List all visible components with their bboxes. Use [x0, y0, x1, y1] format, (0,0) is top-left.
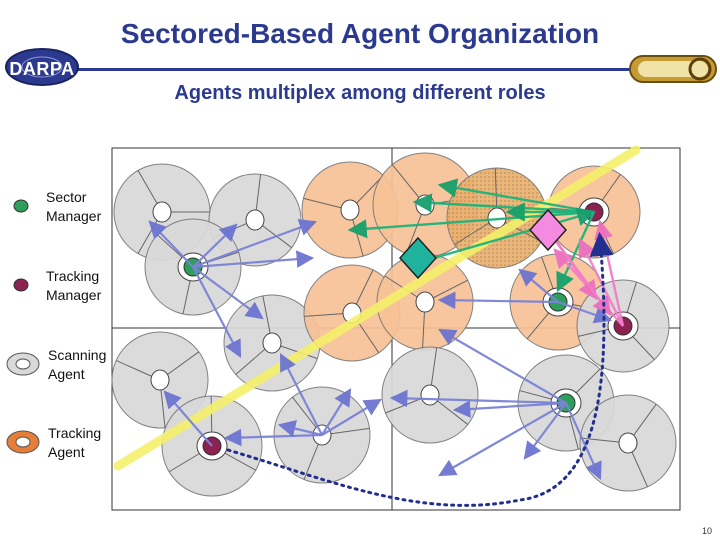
- message-arrow: [437, 178, 595, 214]
- title-rule: [70, 68, 630, 71]
- message-arrow: [223, 428, 323, 447]
- message-arrow: [192, 250, 315, 269]
- tracking-manager-legend-icon: [13, 278, 29, 292]
- legend-scanning-agent: Scanning Agent: [48, 347, 107, 382]
- message-arrow: [321, 398, 382, 436]
- message-arrow: [419, 207, 597, 264]
- message-arrow: [523, 402, 567, 460]
- message-arrow: [192, 219, 318, 269]
- message-arrow: [564, 402, 602, 481]
- message-arrow: [437, 291, 559, 310]
- sector-manager-legend-icon: [13, 199, 29, 213]
- message-arrow: [277, 420, 323, 438]
- message-arrow: [518, 268, 559, 303]
- message-arrow: [438, 402, 567, 477]
- darpa-logo-text: DARPA: [9, 59, 75, 79]
- sensor-node-icon: [415, 291, 435, 313]
- darpa-logo-shape: [5, 48, 79, 86]
- message-arrow: [389, 389, 567, 408]
- dotted-track-path: [226, 232, 614, 507]
- legend-sector-manager: Sector Manager: [46, 189, 102, 224]
- legend-tracking-agent: Tracking Agent: [48, 425, 102, 460]
- legend-icons: [6, 199, 40, 454]
- sensor-node-icon: [245, 209, 265, 231]
- slide-subtitle: Agents multiplex among different roles: [174, 82, 546, 104]
- darpa-logo: DARPA: [2, 47, 82, 87]
- message-arrow: [412, 193, 595, 214]
- sensor-nodes: [111, 152, 677, 497]
- sensor-node-icon: [262, 332, 282, 354]
- tracking-manager-diamond: [528, 208, 568, 252]
- sector-manager-diamond: [398, 236, 438, 280]
- message-arrow: [557, 300, 613, 324]
- message-arrow: [438, 328, 567, 404]
- tracking-agent-legend-inner-icon: [15, 436, 31, 448]
- scanning-agent-node: [381, 346, 479, 444]
- tracking-agent-node: [301, 161, 399, 259]
- message-arrow: [192, 266, 264, 320]
- message-arrow: [321, 388, 352, 436]
- message-arrow: [452, 400, 567, 418]
- sensor-node-icon: [420, 384, 440, 406]
- slide-title: Sectored-Based Agent Organization: [120, 18, 600, 49]
- message-arrow: [279, 353, 323, 436]
- ito-logo: [628, 50, 718, 88]
- message-arrow: [148, 220, 194, 268]
- sensor-node-icon: [150, 369, 170, 391]
- message-arrow: [547, 229, 612, 316]
- message-arrow: [163, 390, 213, 447]
- message-arrow: [192, 223, 238, 268]
- message-arrow: [556, 211, 596, 293]
- target-path: [113, 145, 641, 471]
- sensor-node-icon: [415, 194, 435, 216]
- ito-logo-shape: [629, 55, 717, 83]
- sensor-node-icon: [618, 432, 638, 454]
- sensor-node-icon: [152, 201, 172, 223]
- legend-tracking-manager: Tracking Manager: [46, 268, 102, 303]
- scanning-agent-node: [579, 394, 677, 492]
- message-arrow: [192, 266, 242, 358]
- page-number: 10: [701, 526, 712, 536]
- scanning-agent-legend-inner-icon: [15, 358, 31, 370]
- sensor-node-icon: [340, 199, 360, 221]
